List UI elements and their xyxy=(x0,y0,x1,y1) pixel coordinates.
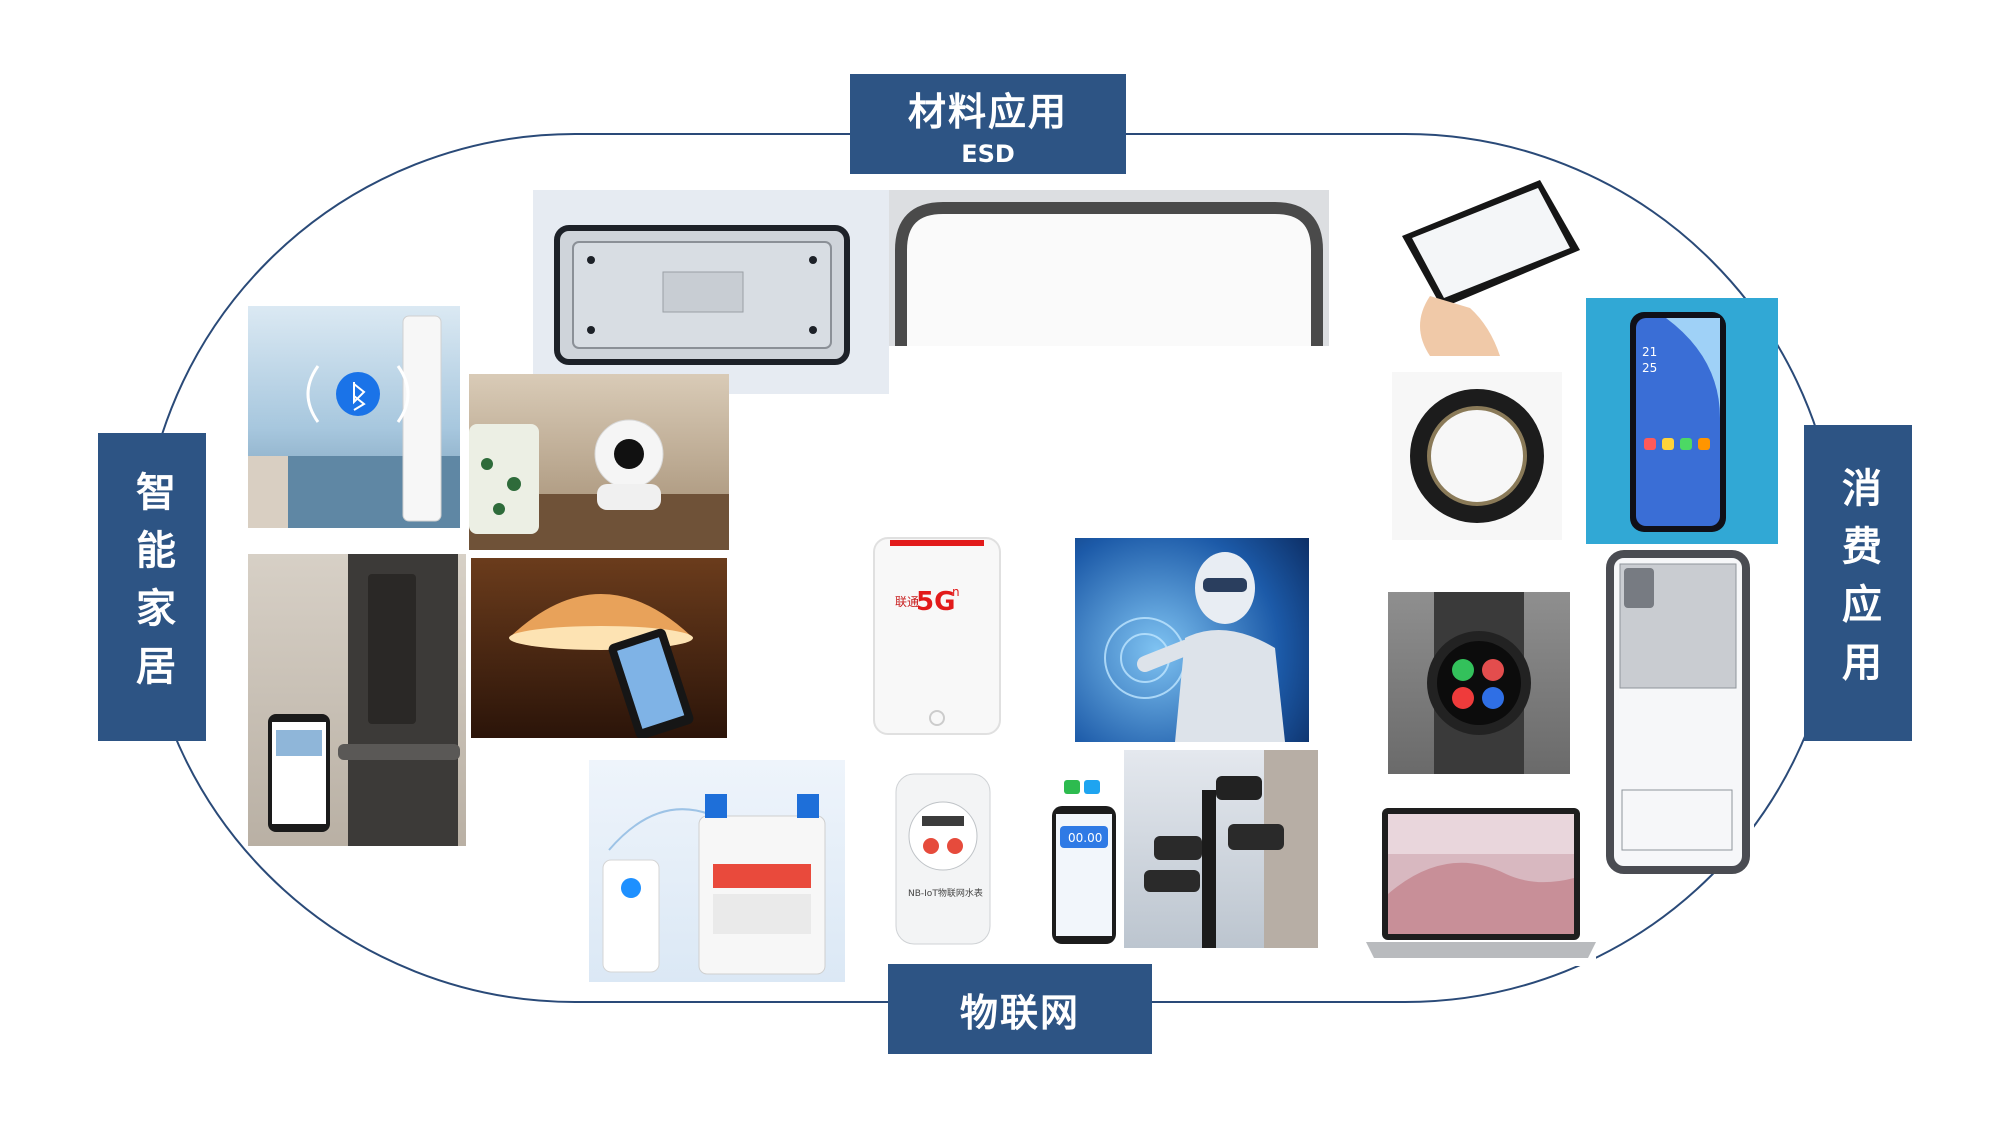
smart-camera-image xyxy=(469,374,729,550)
water-meter-display: 00.00 xyxy=(1068,831,1102,845)
label-consumer-application: 消费应用 xyxy=(1804,425,1912,741)
smartphone-image: 21 25 xyxy=(1586,298,1778,544)
tablet-image xyxy=(1390,176,1582,358)
label-material-application: 材料应用 ESD xyxy=(850,74,1126,174)
router-sup-text: n xyxy=(952,585,960,599)
water-meter-image: NB-IoT物联网水表 00.00 xyxy=(856,766,1124,952)
router-brand-text: 联通 xyxy=(895,595,919,609)
street-camera-image xyxy=(1124,750,1318,948)
phone-time-minute: 25 xyxy=(1642,361,1657,375)
label-smart-home-title: 智能家居 xyxy=(129,471,175,703)
robot-image xyxy=(1075,538,1309,742)
bluetooth-fan-image xyxy=(248,306,460,528)
label-material-title: 材料应用 xyxy=(907,89,1068,134)
label-smart-home: 智能家居 xyxy=(98,433,206,741)
label-iot: 物联网 xyxy=(888,964,1152,1054)
label-iot-title: 物联网 xyxy=(959,990,1080,1035)
phone-time-hour: 21 xyxy=(1642,345,1657,359)
label-consumer-title: 消费应用 xyxy=(1835,467,1881,699)
gas-meter-image xyxy=(589,760,845,982)
router-5g-image: 联通 5G n xyxy=(860,530,1046,742)
label-material-subtitle: ESD xyxy=(961,139,1015,168)
smartwatch-image xyxy=(1388,592,1570,774)
smart-lamp-image xyxy=(471,558,727,738)
router-5g-text: 5G xyxy=(916,587,955,617)
smart-lock-image xyxy=(248,554,466,846)
phone-midframe-image xyxy=(533,190,889,394)
water-meter-label: NB-IoT物联网水表 xyxy=(908,887,983,899)
laptop-image xyxy=(1366,804,1596,966)
curved-bezel-image xyxy=(889,190,1329,346)
phone-midframe-vertical-image xyxy=(1602,550,1754,874)
watch-bezel-image xyxy=(1392,372,1562,540)
